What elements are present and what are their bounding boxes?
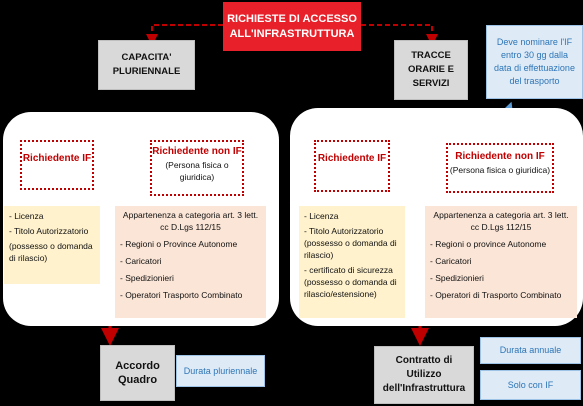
left-non-if-item: - Regioni o Province Autonome [120, 239, 238, 249]
dashed-connector-left [146, 24, 223, 46]
note-nominare-if: Deve nominare l'IF entro 30 gg dalla dat… [486, 25, 583, 99]
left-non-if-item: - Operatori Trasporto Combinato [120, 290, 243, 300]
right-req-if: Richiedente IF [314, 140, 390, 192]
note-durata-pluriennale: Durata pluriennale [176, 355, 265, 387]
left-non-if-item: - Spedizionieri [120, 273, 174, 283]
right-non-if-item: - Spedizionieri [430, 273, 484, 283]
main-title: RICHIESTE DI ACCESSO ALL'INFRASTRUTTURA [223, 2, 361, 51]
right-if-item: - Licenza [304, 211, 339, 221]
left-req-non-if-label: Richiedente non IF [152, 146, 242, 157]
result-accordo-quadro: Accordo Quadro [100, 345, 175, 401]
right-non-if-item: - Operatori di Trasporto Combinato [430, 290, 562, 300]
note-durata-annuale: Durata annuale [480, 337, 581, 364]
result-contratto-utilizzo: Contratto di Utilizzo dell'Infrastruttur… [374, 346, 474, 404]
dashed-connector-right [361, 24, 438, 46]
left-req-if: Richiedente IF [20, 140, 94, 190]
left-if-item: - Titolo Autorizzatorio [9, 226, 89, 236]
branch-tracce-orarie: TRACCE ORARIE E SERVIZI [394, 40, 468, 100]
branch-capacita-pluriennale: CAPACITA' PLURIENNALE [98, 40, 195, 90]
right-req-non-if-label: Richiedente non IF [455, 151, 545, 162]
left-req-if-label: Richiedente IF [22, 153, 92, 164]
right-req-non-if-sub: (Persona fisica o giuridica) [449, 165, 551, 175]
right-if-item: - Titolo Autorizzatorio (possesso o doma… [304, 226, 397, 260]
left-if-requirements: - Licenza - Titolo Autorizzatorio (posse… [4, 206, 100, 284]
left-if-item: (possesso o domanda di rilascio) [9, 241, 93, 263]
left-req-non-if-sub: (Persona fisica o giuridica) [165, 160, 229, 182]
left-req-non-if: Richiedente non IF (Persona fisica o giu… [150, 140, 244, 196]
left-non-if-requirements: Appartenenza a categoria art. 3 lett. cc… [115, 206, 266, 318]
left-if-item: - Licenza [9, 211, 44, 221]
right-non-if-item: - Regioni o province Autonome [430, 239, 547, 249]
right-non-if-requirements: Appartenenza a categoria art. 3 lett. cc… [425, 206, 577, 318]
right-req-if-label: Richiedente IF [317, 153, 387, 164]
left-non-if-item: Appartenenza a categoria art. 3 lett. cc… [122, 210, 259, 232]
right-if-requirements: - Licenza - Titolo Autorizzatorio (posse… [299, 206, 405, 318]
note-solo-con-if: Solo con IF [480, 370, 581, 400]
right-non-if-item: Appartenenza a categoria art. 3 lett. cc… [433, 210, 569, 232]
right-req-non-if: Richiedente non IF (Persona fisica o giu… [446, 143, 554, 193]
right-if-item: - certificato di sicurezza (possesso o d… [304, 265, 397, 299]
left-non-if-item: - Caricatori [120, 256, 162, 266]
right-non-if-item: - Caricatori [430, 256, 472, 266]
